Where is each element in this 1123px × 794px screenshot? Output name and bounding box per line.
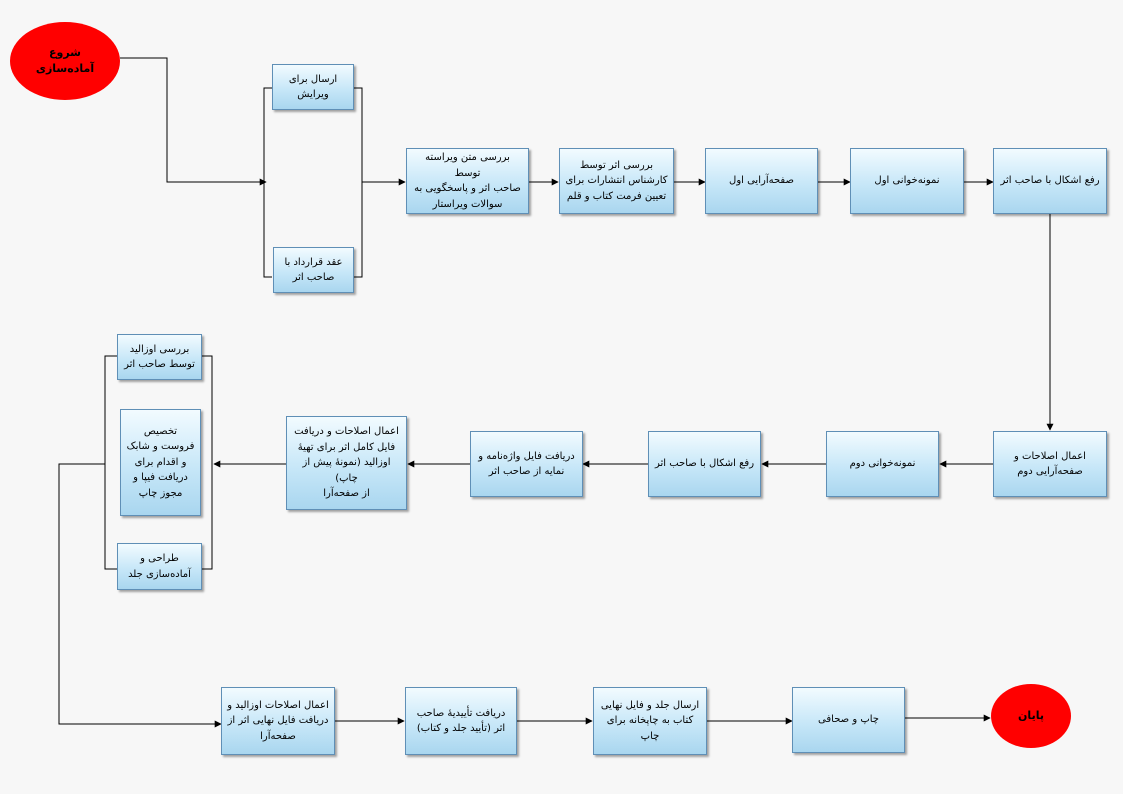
step-expert-review: بررسی اثر توسط کارشناس انتشارات برای تعی…	[559, 148, 674, 214]
step-cover-design: طراحی و آماده‌سازی جلد	[117, 543, 202, 590]
end-label: پایان	[1018, 708, 1044, 722]
step-label: تخصیص فروست و شابک و اقدام برای دریافت ف…	[126, 425, 195, 499]
step-final-file: اعمال اصلاحات اوزالید و دریافت فایل نهای…	[221, 687, 335, 755]
step-label: بررسی متن ویراسته توسط صاحب اثر و پاسخگو…	[414, 152, 521, 210]
step-label: دریافت تأییدیهٔ صاحب اثر (تأیید جلد و کت…	[416, 707, 506, 735]
step-label: چاپ و صحافی	[818, 714, 879, 726]
step-label: ارسال جلد و فایل نهایی کتاب به چاپخانه ب…	[600, 699, 700, 742]
bracket-right-row1	[354, 87, 363, 278]
step-label: نمونه‌خوانی دوم	[849, 458, 916, 470]
connector-start-to-fork	[120, 57, 267, 186]
step-label: رفع اشکال با صاحب اثر	[654, 458, 755, 470]
step-send-to-printer: ارسال جلد و فایل نهایی کتاب به چاپخانه ب…	[593, 687, 707, 755]
bracket-right-row2	[202, 355, 213, 570]
step-fix-with-author-1: رفع اشکال با صاحب اثر	[993, 148, 1107, 214]
step-isbn-fipa: تخصیص فروست و شابک و اقدام برای دریافت ف…	[120, 409, 201, 516]
step-label: اعمال اصلاحات اوزالید و دریافت فایل نهای…	[227, 699, 329, 742]
step-send-for-edit: ارسال برای ویرایش	[272, 64, 354, 110]
step-author-approval: دریافت تأییدیهٔ صاحب اثر (تأیید جلد و کت…	[405, 687, 517, 755]
step-sign-contract: عقد قرارداد با صاحب اثر	[273, 247, 354, 293]
step-receive-glossary: دریافت فایل واژه‌نامه و نمایه از صاحب اث…	[470, 431, 583, 497]
connector-bracket-to-final-file	[58, 463, 222, 728]
bracket-left-row1	[263, 87, 272, 278]
step-label: بررسی اثر توسط کارشناس انتشارات برای تعی…	[565, 159, 668, 202]
step-second-proofread: نمونه‌خوانی دوم	[826, 431, 939, 497]
step-author-review: بررسی متن ویراسته توسط صاحب اثر و پاسخگو…	[406, 148, 529, 214]
step-print-bind: چاپ و صحافی	[792, 687, 905, 753]
step-first-proofread: نمونه‌خوانی اول	[850, 148, 964, 214]
bracket-left-row2	[104, 355, 117, 570]
step-first-layout: صفحه‌آرایی اول	[705, 148, 818, 214]
step-label: ارسال برای ویرایش	[288, 73, 338, 101]
step-label: رفع اشکال با صاحب اثر	[1000, 175, 1100, 187]
step-corrections-second-layout: اعمال اصلاحات و صفحه‌آرایی دوم	[993, 431, 1107, 497]
step-label: بررسی اوزالید توسط صاحب اثر	[124, 343, 195, 371]
step-label: اعمال اصلاحات و دریافت فایل کامل اثر برا…	[294, 426, 399, 500]
step-receive-full-file: اعمال اصلاحات و دریافت فایل کامل اثر برا…	[286, 416, 407, 510]
end-node: پایان	[991, 684, 1071, 748]
step-ozalid-review: بررسی اوزالید توسط صاحب اثر	[117, 334, 202, 380]
step-label: طراحی و آماده‌سازی جلد	[128, 553, 191, 580]
step-label: صفحه‌آرایی اول	[729, 175, 794, 187]
step-fix-with-author-2: رفع اشکال با صاحب اثر	[648, 431, 761, 497]
start-label: شروع آماده‌سازی	[35, 45, 95, 76]
step-label: عقد قرارداد با صاحب اثر	[284, 256, 343, 284]
step-label: دریافت فایل واژه‌نامه و نمایه از صاحب اث…	[478, 450, 575, 478]
start-node: شروع آماده‌سازی	[10, 22, 120, 100]
step-label: اعمال اصلاحات و صفحه‌آرایی دوم	[1014, 450, 1086, 478]
step-label: نمونه‌خوانی اول	[874, 175, 940, 187]
